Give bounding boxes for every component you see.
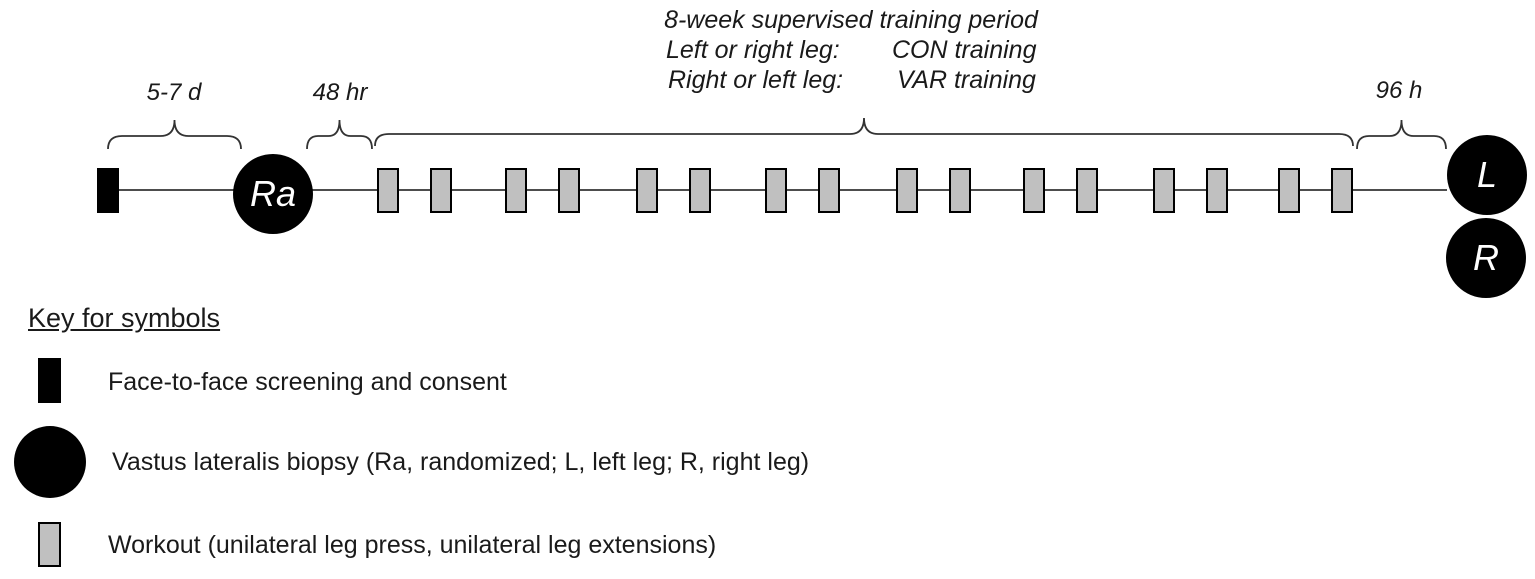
biopsy-right-leg-circle: R: [1446, 218, 1526, 298]
workout-marker: [689, 168, 711, 213]
interval-96h-label: 96 h: [1375, 77, 1423, 104]
workout-marker: [1331, 168, 1353, 213]
biopsy-left-leg-label: L: [1476, 154, 1498, 195]
workout-marker: [818, 168, 840, 213]
brace-screening-period: [107, 119, 242, 150]
training-leg-con-label: Left or right leg:: [666, 36, 840, 64]
key-workout-label: Workout (unilateral leg press, unilatera…: [108, 531, 717, 559]
brace-96h: [1356, 119, 1447, 150]
biopsy-randomized-circle: Ra: [233, 154, 313, 234]
workout-marker: [1278, 168, 1300, 213]
training-period-title: 8-week supervised training period: [664, 6, 1038, 34]
key-title: Key for symbols: [28, 303, 221, 333]
workout-marker: [505, 168, 527, 213]
workout-marker: [1206, 168, 1228, 213]
key-biopsy-symbol: [14, 426, 86, 498]
workout-marker: [1153, 168, 1175, 213]
workout-marker: [1076, 168, 1098, 213]
key-workout-symbol: [38, 522, 61, 567]
workout-marker: [430, 168, 452, 213]
training-con-value: CON training: [892, 36, 1037, 64]
screening-marker: [97, 168, 119, 213]
key-biopsy-label: Vastus lateralis biopsy (Ra, randomized;…: [112, 448, 810, 476]
key-screening-symbol: [38, 358, 61, 403]
biopsy-left-leg-circle: L: [1447, 135, 1527, 215]
training-var-value: VAR training: [897, 66, 1036, 94]
workout-marker: [377, 168, 399, 213]
interval-48hr-label: 48 hr: [312, 79, 368, 106]
workout-marker: [558, 168, 580, 213]
brace-training-period: [374, 117, 1354, 147]
interval-5-7d-label: 5-7 d: [146, 79, 202, 106]
workout-marker: [636, 168, 658, 213]
key-screening-label: Face-to-face screening and consent: [108, 368, 507, 396]
brace-48hr: [306, 119, 373, 150]
workout-marker: [949, 168, 971, 213]
biopsy-right-leg-label: R: [1473, 237, 1499, 278]
biopsy-randomized-label: Ra: [249, 173, 297, 214]
workout-marker: [765, 168, 787, 213]
workout-marker: [1023, 168, 1045, 213]
training-leg-var-label: Right or left leg:: [668, 66, 844, 94]
workout-marker: [896, 168, 918, 213]
